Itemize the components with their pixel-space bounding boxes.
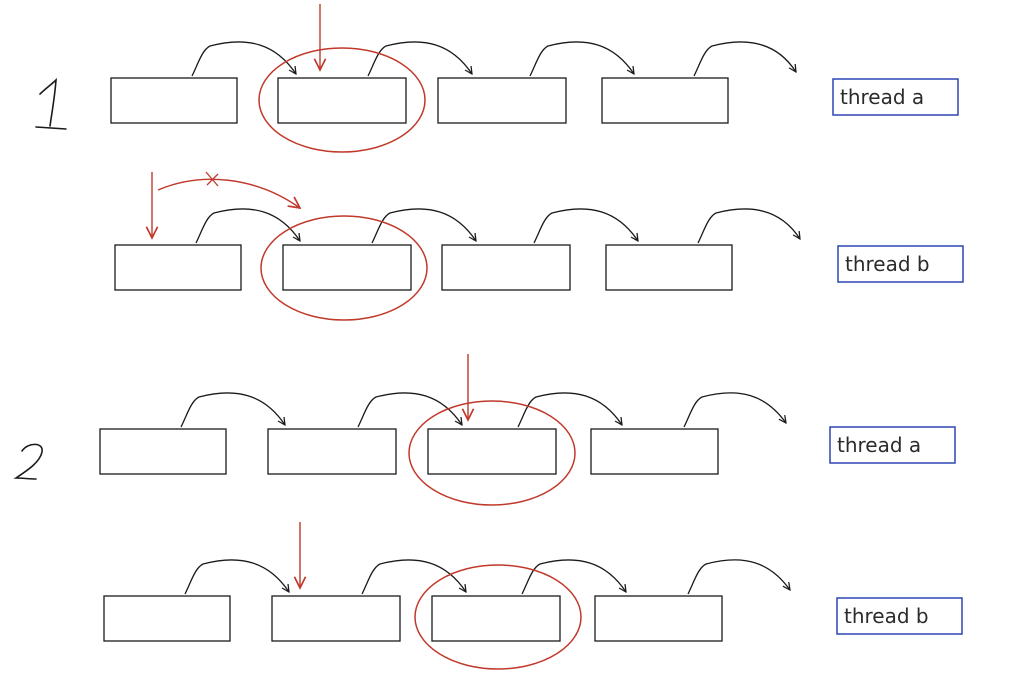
row-1-step1-thread-a bbox=[110, 4, 796, 153]
list-node bbox=[427, 428, 557, 475]
list-node bbox=[110, 77, 238, 124]
thread-label-row-1: thread a bbox=[832, 78, 959, 116]
thread-label-text: thread b bbox=[845, 252, 930, 276]
row-2-step1-thread-b bbox=[114, 171, 800, 321]
list-node bbox=[271, 595, 401, 642]
highlight-circle bbox=[408, 400, 576, 506]
advance-pointer-arrow bbox=[157, 178, 300, 208]
list-node bbox=[277, 77, 407, 124]
next-link-arrow bbox=[521, 559, 626, 595]
list-node bbox=[605, 244, 733, 291]
next-link-arrow bbox=[683, 392, 786, 428]
next-link-arrow bbox=[191, 41, 296, 77]
cross-mark bbox=[205, 171, 219, 187]
row-4-step2-thread-b bbox=[103, 522, 790, 670]
list-node bbox=[601, 77, 729, 124]
highlight-circle bbox=[260, 215, 428, 321]
list-node bbox=[437, 77, 567, 124]
next-link-arrow bbox=[180, 392, 285, 428]
next-link-arrow bbox=[533, 208, 638, 244]
next-link-arrow bbox=[529, 41, 634, 77]
thread-label-row-2: thread b bbox=[837, 245, 964, 283]
next-link-arrow bbox=[361, 559, 466, 595]
list-node bbox=[431, 595, 561, 642]
list-node bbox=[594, 595, 723, 642]
thread-label-row-4: thread b bbox=[836, 597, 963, 635]
list-node bbox=[103, 595, 231, 642]
list-node bbox=[441, 244, 571, 291]
row-3-step2-thread-a bbox=[99, 354, 786, 506]
next-link-arrow bbox=[367, 41, 472, 77]
list-node bbox=[282, 244, 412, 291]
next-link-arrow bbox=[195, 208, 300, 244]
next-link-arrow bbox=[371, 208, 476, 244]
step-number-2 bbox=[13, 443, 43, 480]
thread-label-text: thread b bbox=[844, 604, 929, 628]
list-node bbox=[267, 428, 397, 475]
thread-label-row-3: thread a bbox=[829, 426, 956, 464]
highlight-circle bbox=[414, 564, 582, 670]
step-number-1 bbox=[35, 77, 67, 130]
next-link-arrow bbox=[184, 559, 289, 595]
next-link-arrow bbox=[697, 208, 800, 244]
next-link-arrow bbox=[687, 559, 790, 595]
thread-label-text: thread a bbox=[840, 85, 924, 109]
next-link-arrow bbox=[517, 392, 622, 428]
thread-label-text: thread a bbox=[837, 433, 921, 457]
next-link-arrow bbox=[357, 392, 462, 428]
list-node bbox=[99, 428, 227, 475]
list-node bbox=[590, 428, 719, 475]
next-link-arrow bbox=[693, 41, 796, 77]
highlight-circle bbox=[258, 47, 426, 153]
list-node bbox=[114, 244, 242, 291]
